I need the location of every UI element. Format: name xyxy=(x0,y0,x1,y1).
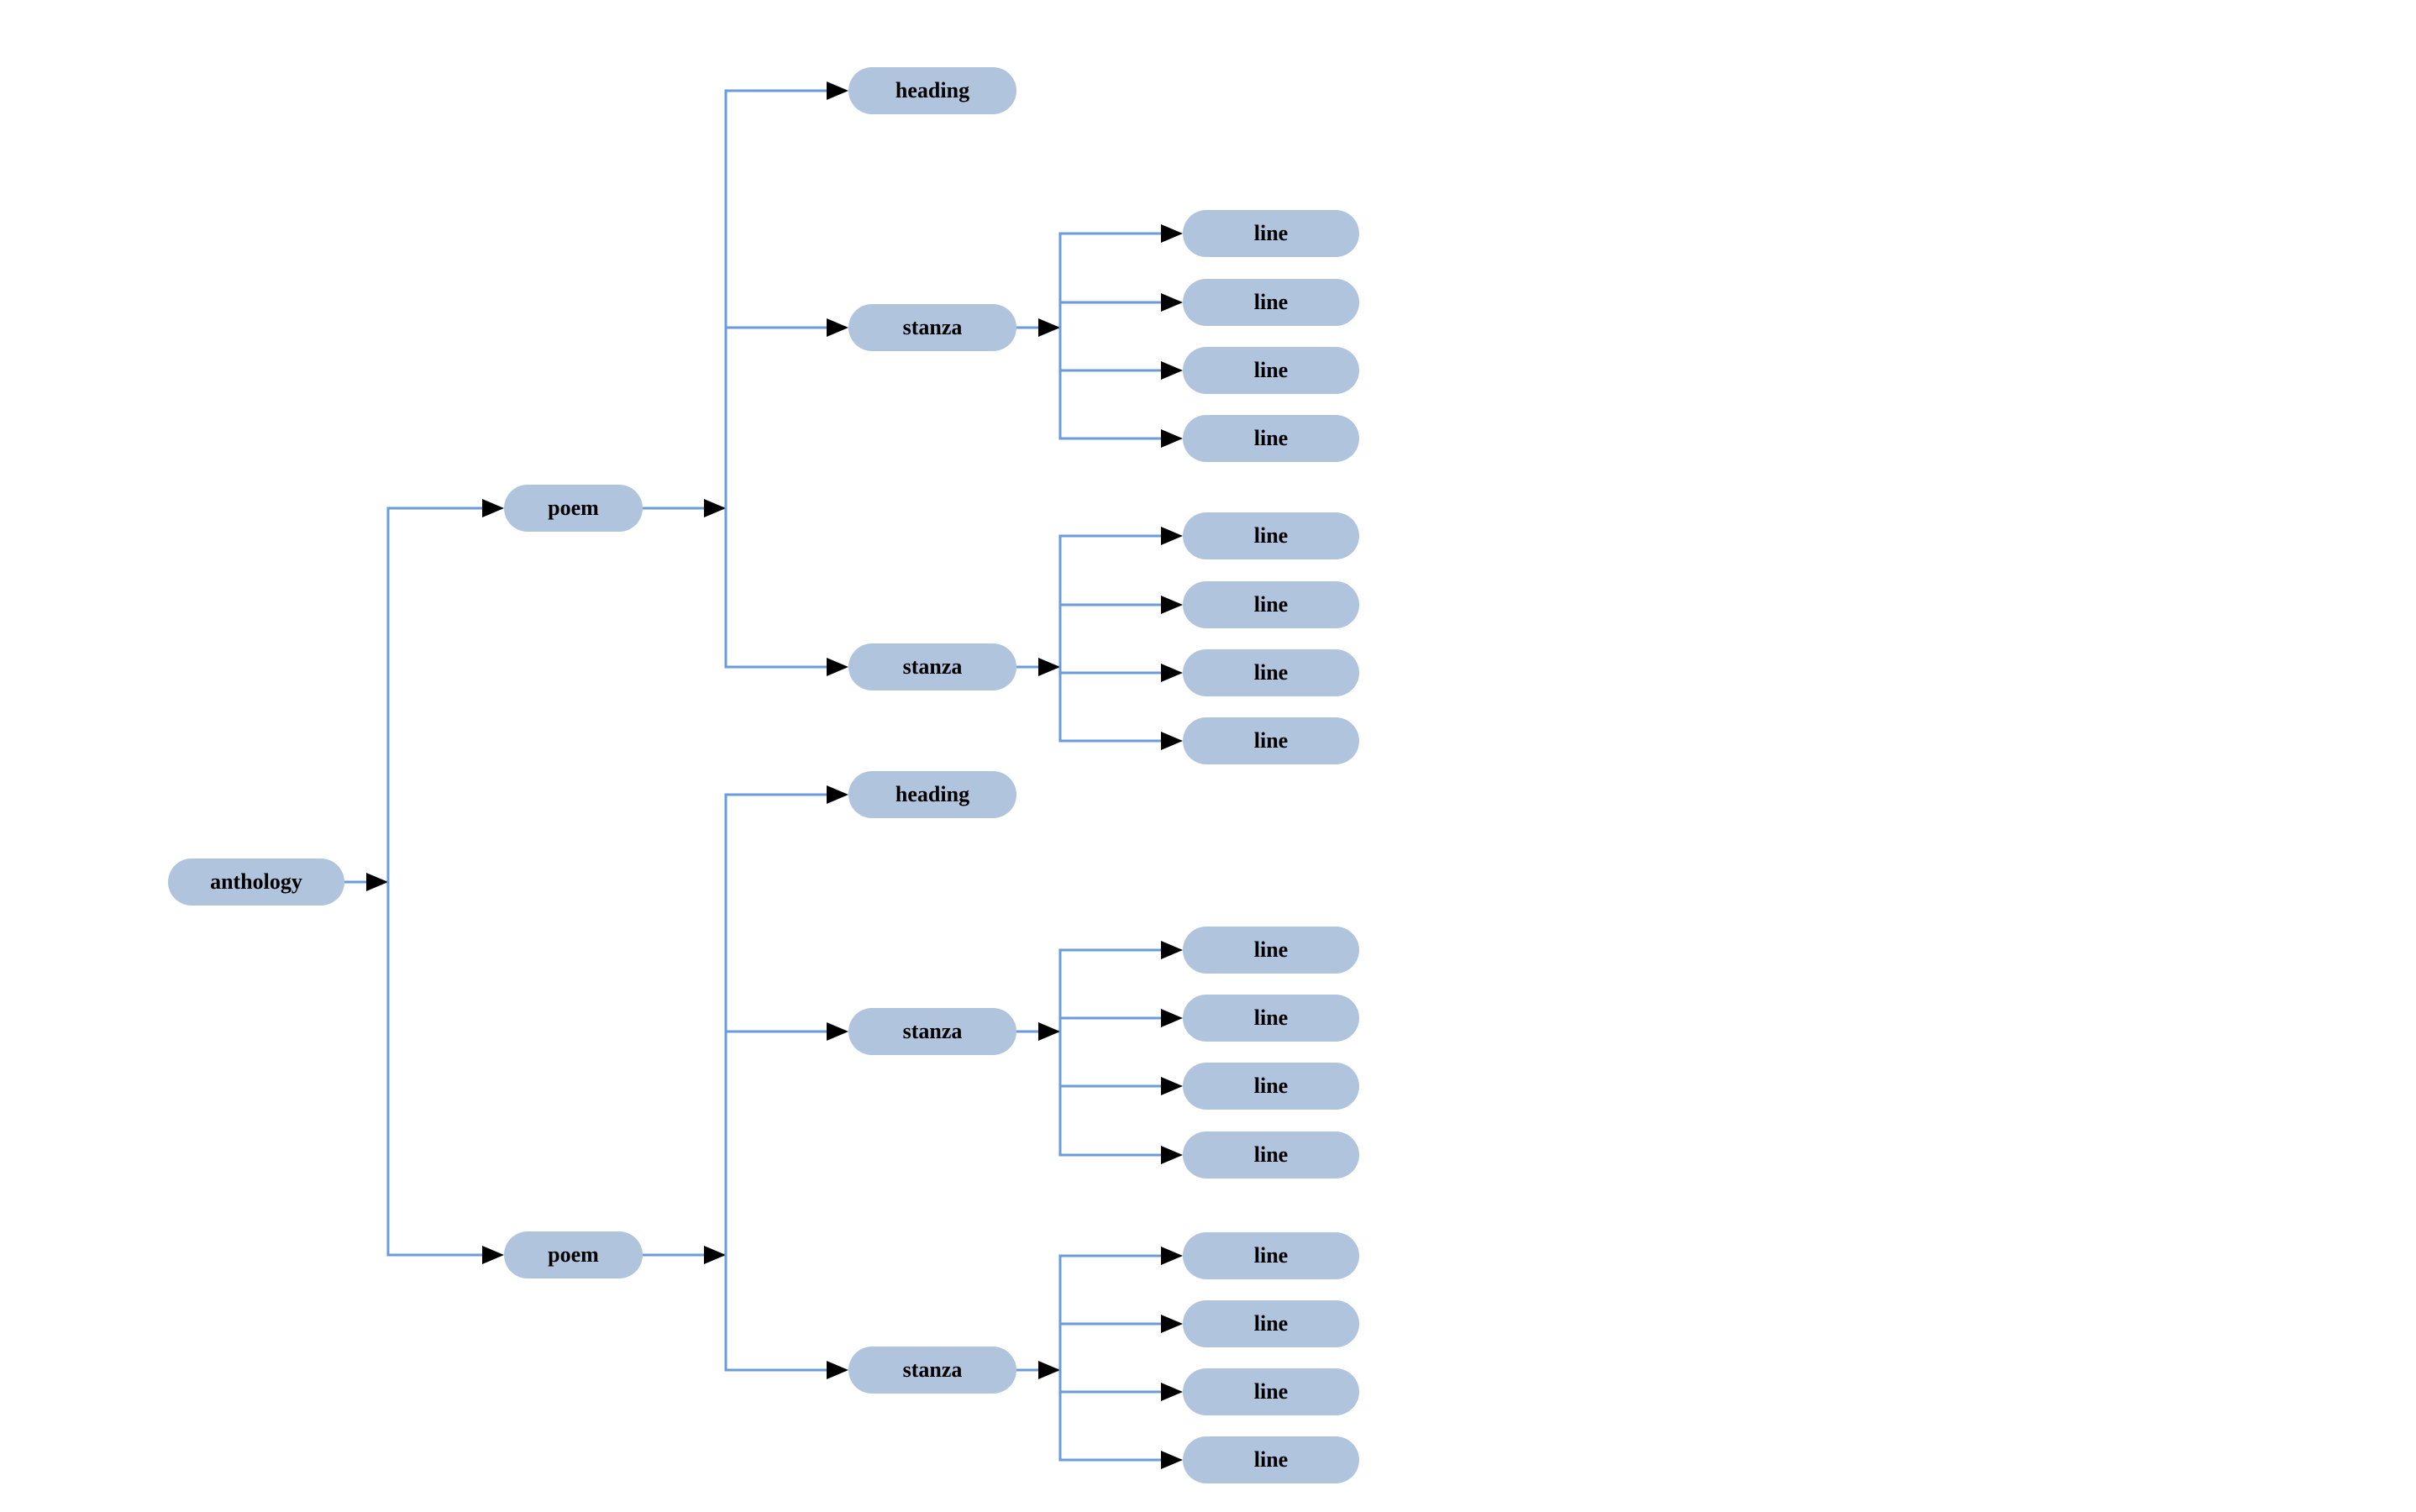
node-p2-s1-l4[interactable]: line xyxy=(1183,1131,1359,1179)
node-poem2[interactable]: poem xyxy=(504,1231,643,1278)
node-p1-s1-l3[interactable]: line xyxy=(1183,347,1359,394)
node-p2-stanza2[interactable]: stanza xyxy=(848,1347,1016,1394)
node-p1-s2-l2[interactable]: line xyxy=(1183,581,1359,628)
node-p1-s1-l4[interactable]: line xyxy=(1183,415,1359,462)
node-label: line xyxy=(1253,1074,1289,1098)
node-label: line xyxy=(1253,1005,1289,1030)
node-anthology[interactable]: anthology xyxy=(168,858,344,906)
node-label: line xyxy=(1253,1311,1289,1336)
node-label: stanza xyxy=(902,1357,963,1382)
node-label: line xyxy=(1253,728,1289,753)
node-label: line xyxy=(1253,1447,1289,1472)
node-label: line xyxy=(1253,937,1289,962)
node-label: stanza xyxy=(902,1019,963,1043)
node-label: heading xyxy=(895,78,970,102)
node-p2-s1-l3[interactable]: line xyxy=(1183,1063,1359,1110)
node-label: line xyxy=(1253,1243,1289,1268)
node-p1-s2-l1[interactable]: line xyxy=(1183,512,1359,559)
node-p2-stanza1[interactable]: stanza xyxy=(848,1008,1016,1055)
node-p2-s1-l1[interactable]: line xyxy=(1183,927,1359,974)
node-label: line xyxy=(1253,426,1289,450)
node-p1-s1-l2[interactable]: line xyxy=(1183,279,1359,326)
node-label: poem xyxy=(548,1242,599,1267)
node-label: stanza xyxy=(902,315,963,339)
node-p2-s2-l4[interactable]: line xyxy=(1183,1436,1359,1483)
node-label: line xyxy=(1253,1379,1289,1404)
node-p1-heading[interactable]: heading xyxy=(848,67,1016,114)
node-label: poem xyxy=(548,496,599,520)
node-p1-s2-l4[interactable]: line xyxy=(1183,717,1359,764)
node-label: line xyxy=(1253,221,1289,245)
node-label: heading xyxy=(895,782,970,806)
node-p2-s2-l1[interactable]: line xyxy=(1183,1232,1359,1279)
node-label: anthology xyxy=(210,869,302,894)
node-label: stanza xyxy=(902,654,963,679)
node-p1-stanza2[interactable]: stanza xyxy=(848,643,1016,690)
node-poem1[interactable]: poem xyxy=(504,485,643,532)
node-label: line xyxy=(1253,358,1289,382)
node-label: line xyxy=(1253,660,1289,685)
node-label: line xyxy=(1253,290,1289,314)
node-label: line xyxy=(1253,592,1289,617)
node-p2-s1-l2[interactable]: line xyxy=(1183,995,1359,1042)
node-label: line xyxy=(1253,1142,1289,1167)
node-label: line xyxy=(1253,523,1289,548)
node-p1-stanza1[interactable]: stanza xyxy=(848,304,1016,351)
node-p1-s2-l3[interactable]: line xyxy=(1183,649,1359,696)
node-p2-s2-l2[interactable]: line xyxy=(1183,1300,1359,1347)
node-p2-s2-l3[interactable]: line xyxy=(1183,1368,1359,1415)
node-p2-heading[interactable]: heading xyxy=(848,771,1016,818)
node-p1-s1-l1[interactable]: line xyxy=(1183,210,1359,257)
